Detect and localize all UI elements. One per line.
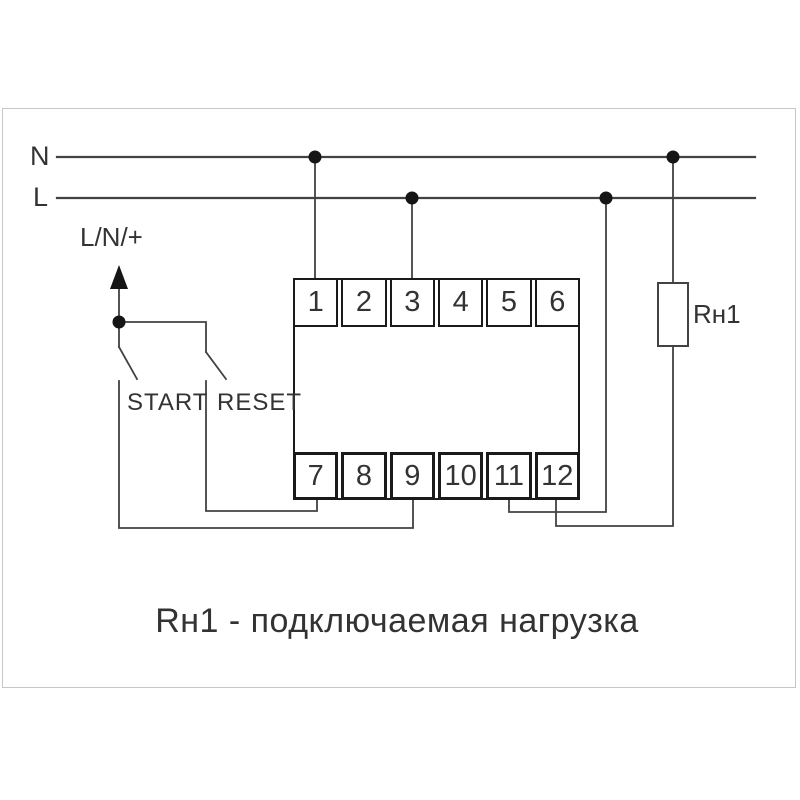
terminal-7: 7: [293, 452, 339, 500]
terminal-4: 4: [437, 278, 484, 327]
junction-dots: [112, 150, 680, 329]
terminal-row-top: 1 2 3 4 5 6: [293, 278, 580, 327]
terminal-row-bottom: 7 8 9 10 11 12: [293, 452, 580, 500]
supply-label: L/N/+: [80, 222, 143, 252]
terminal-5: 5: [486, 278, 532, 327]
connection-wires: [118, 156, 674, 529]
terminal-8: 8: [341, 452, 387, 500]
terminal-6: 6: [534, 278, 580, 327]
start-switch-label: START: [127, 389, 209, 416]
load-label: Rн1: [693, 299, 741, 329]
start-switch-symbol: [117, 345, 139, 381]
reset-switch-label: RESET: [217, 389, 303, 416]
diagram-caption: Rн1 - подключаемая нагрузка: [155, 602, 639, 640]
neutral-line-label: N: [30, 141, 50, 171]
terminal-2: 2: [341, 278, 387, 327]
reset-switch-symbol: [204, 350, 228, 381]
arrow-up-icon: [110, 265, 128, 289]
terminal-9: 9: [389, 452, 435, 500]
terminal-1: 1: [293, 278, 339, 327]
load-resistor-symbol: [657, 282, 689, 347]
terminal-12: 12: [534, 452, 580, 500]
live-line-label: L: [33, 182, 49, 212]
terminal-11: 11: [486, 452, 532, 500]
terminal-10: 10: [437, 452, 484, 500]
relay-device-body: [293, 278, 580, 500]
terminal-3: 3: [389, 278, 435, 327]
